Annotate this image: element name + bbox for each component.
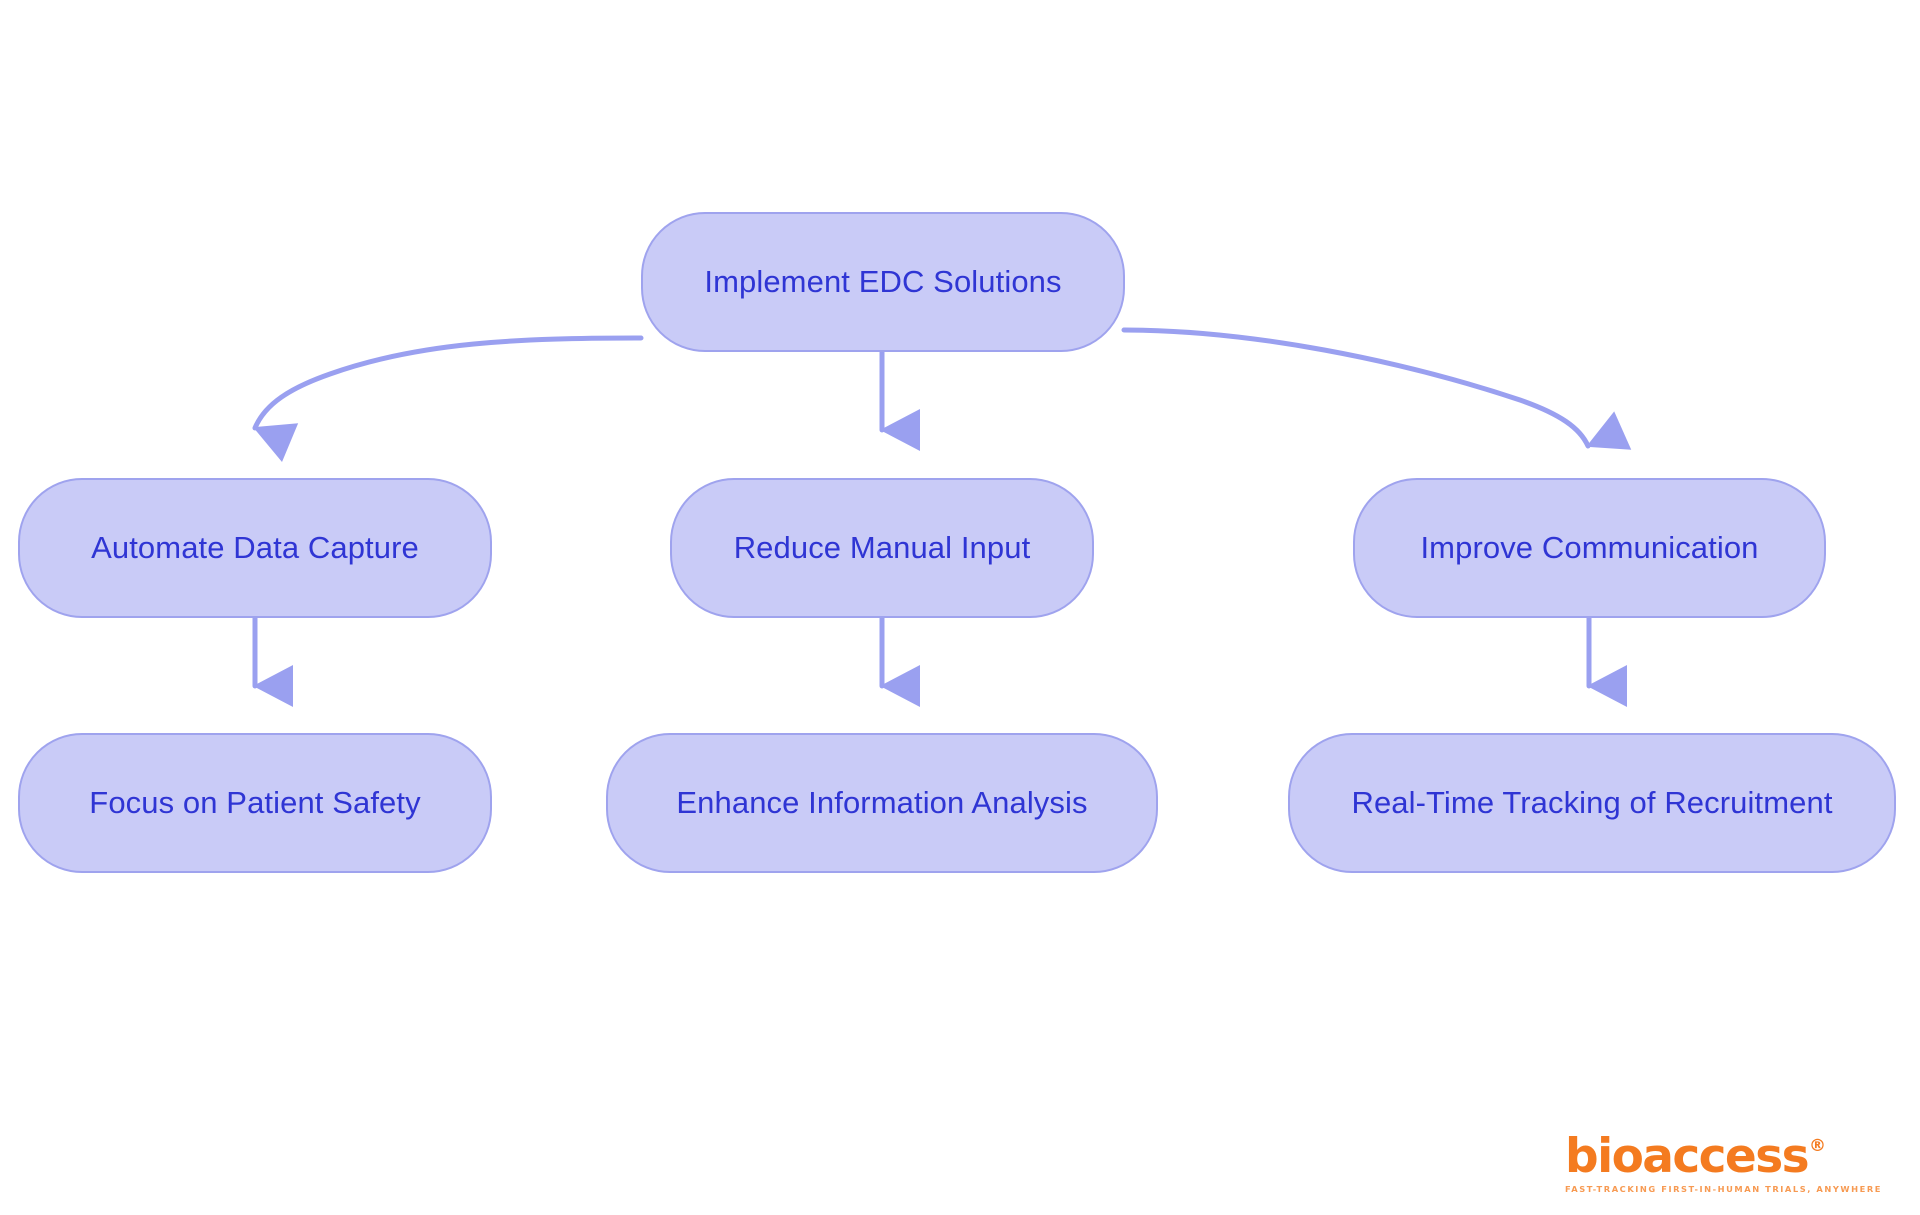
bioaccess-logo: bioaccess® FAST-TRACKING FIRST-IN-HUMAN …: [1565, 1133, 1882, 1193]
node-enhance-information-analysis[interactable]: Enhance Information Analysis: [606, 733, 1158, 873]
edge-root-to-improve-communication: [1121, 327, 1632, 450]
node-improve-communication[interactable]: Improve Communication: [1353, 478, 1826, 618]
logo-wordmark-row: bioaccess®: [1565, 1133, 1882, 1180]
node-implement-edc-solutions[interactable]: Implement EDC Solutions: [641, 212, 1125, 352]
logo-wordmark: bioaccess: [1565, 1128, 1810, 1184]
node-reduce-manual-input[interactable]: Reduce Manual Input: [670, 478, 1094, 618]
node-label: Enhance Information Analysis: [676, 785, 1088, 821]
node-label: Real-Time Tracking of Recruitment: [1351, 785, 1833, 821]
node-label: Implement EDC Solutions: [704, 264, 1062, 300]
registered-trademark-icon: ®: [1808, 1136, 1826, 1157]
node-automate-data-capture[interactable]: Automate Data Capture: [18, 478, 492, 618]
logo-tagline: FAST-TRACKING FIRST-IN-HUMAN TRIALS, ANY…: [1565, 1183, 1882, 1194]
node-label: Reduce Manual Input: [733, 530, 1031, 566]
edge-root-to-automate-data-capture: [252, 335, 644, 463]
node-label: Focus on Patient Safety: [89, 785, 421, 821]
node-label: Automate Data Capture: [91, 530, 419, 566]
node-focus-on-patient-safety[interactable]: Focus on Patient Safety: [18, 733, 492, 873]
node-real-time-tracking-of-recruitment[interactable]: Real-Time Tracking of Recruitment: [1288, 733, 1896, 873]
node-label: Improve Communication: [1420, 530, 1759, 566]
